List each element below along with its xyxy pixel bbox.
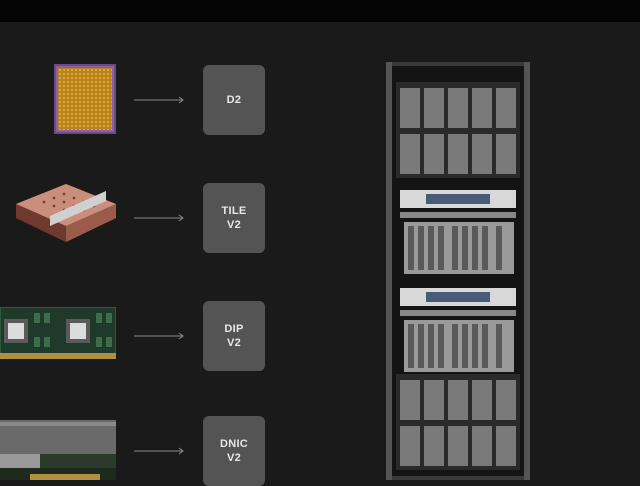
- label-box-d2: D2: [203, 65, 265, 135]
- label-line: DNIC: [219, 438, 249, 450]
- top-letterbox-bar: [0, 0, 640, 22]
- arrow-icon: [134, 214, 184, 222]
- dnic-card-image: [0, 420, 116, 480]
- arrow-icon: [134, 447, 184, 455]
- label-box-dip: DIP V2: [203, 301, 265, 371]
- training-tile-image: [16, 184, 116, 242]
- label-box-dnic: DNIC V2: [203, 416, 265, 486]
- label-line: D2: [226, 94, 242, 106]
- d2-chip-image: [54, 64, 116, 134]
- label-line: TILE: [221, 205, 247, 217]
- server-rack-image: [386, 62, 530, 480]
- label-line: V2: [226, 219, 242, 231]
- arrow-icon: [134, 332, 184, 340]
- label-line: V2: [226, 452, 242, 464]
- dip-board-image: [0, 307, 116, 359]
- arrow-icon: [134, 96, 184, 104]
- label-line: DIP: [224, 323, 244, 335]
- label-line: V2: [226, 337, 242, 349]
- label-box-tile: TILE V2: [203, 183, 265, 253]
